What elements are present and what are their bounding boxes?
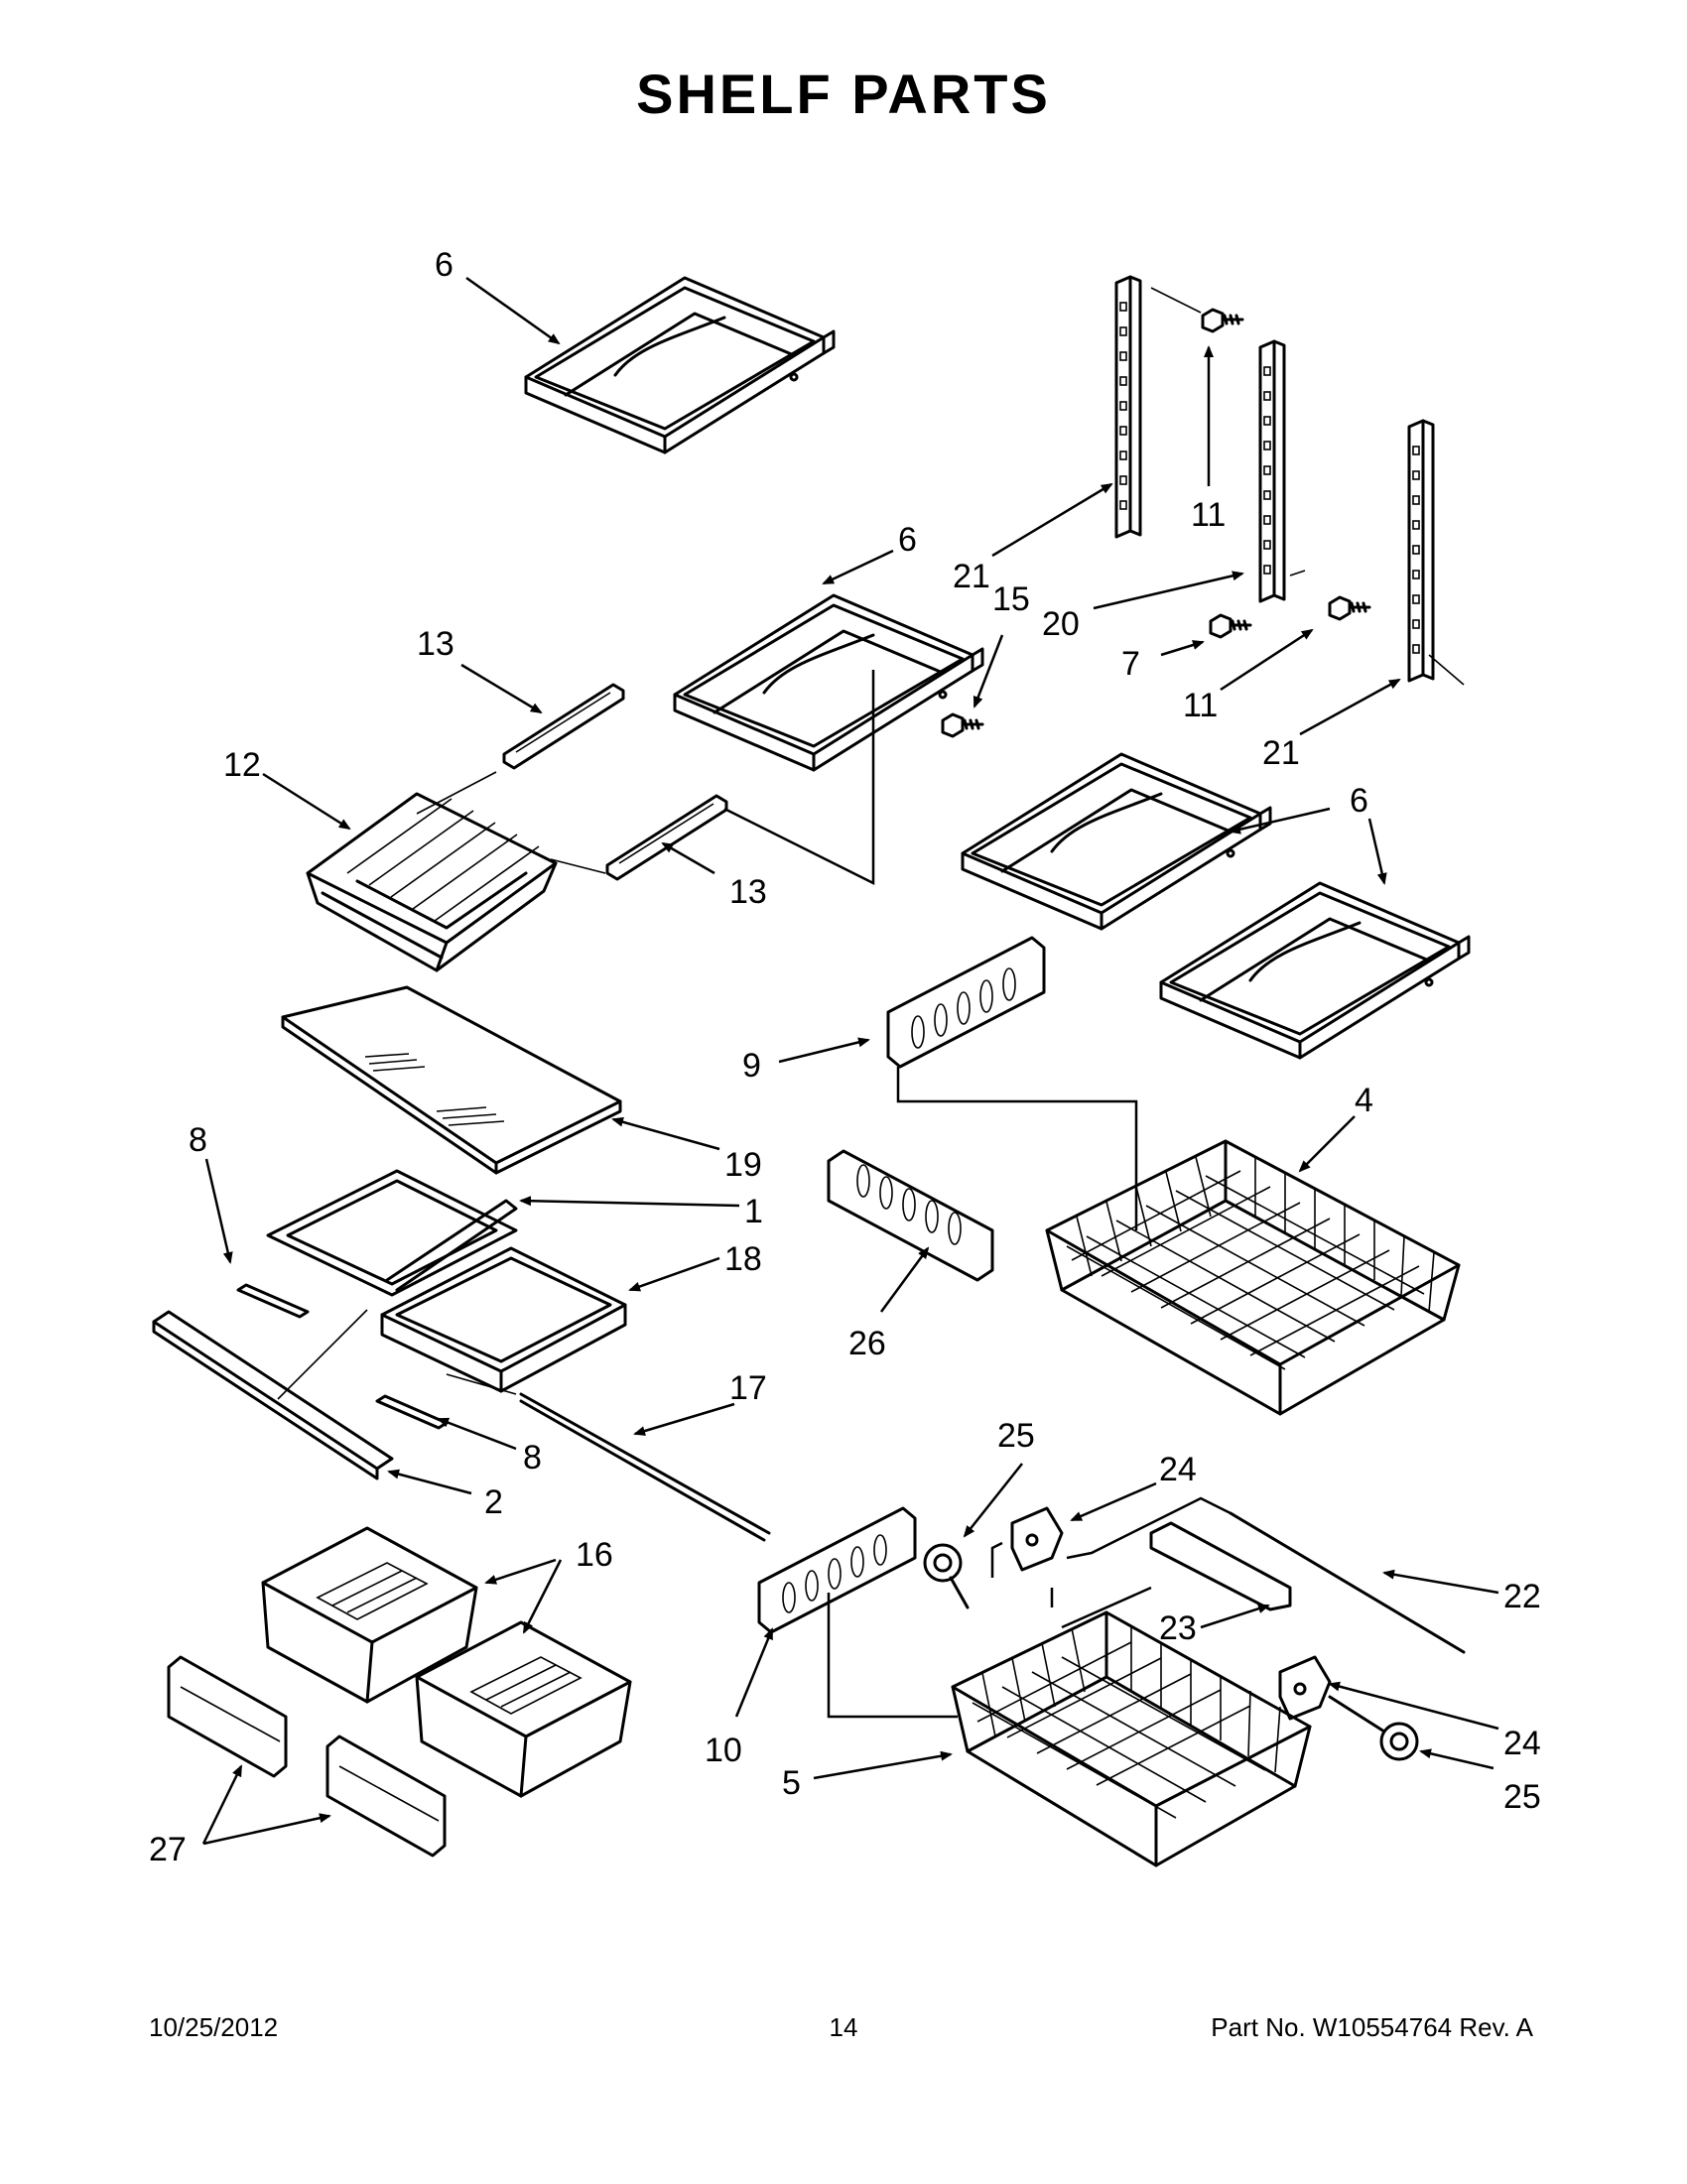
callout-8-a: 8 [189, 1121, 207, 1159]
bin-handle-part-27a [167, 1655, 288, 1778]
gear-part-25b [1328, 1695, 1419, 1761]
pan-rail-guides [416, 771, 606, 874]
gear-part-25a [923, 1543, 970, 1609]
callout-8-b: 8 [523, 1439, 542, 1477]
support-part-23 [1149, 1521, 1292, 1611]
callout-24-a: 24 [1159, 1451, 1197, 1488]
callout-6-b: 6 [898, 521, 917, 559]
rod-part-22 [1229, 1511, 1466, 1654]
callout-5: 5 [782, 1764, 801, 1802]
bin-handle-part-27b [325, 1734, 447, 1858]
footer-page-number: 14 [829, 2012, 858, 2042]
crisper-guide-lines [277, 1309, 517, 1400]
callout-20: 20 [1042, 605, 1080, 643]
bracket-part-24b [1278, 1655, 1332, 1721]
seal-part-8a [236, 1283, 310, 1319]
page-title: SHELF PARTS [636, 63, 1051, 125]
screw-part-11b [1328, 595, 1371, 621]
callout-10: 10 [705, 1732, 742, 1769]
wire-basket-part-4 [1045, 1139, 1461, 1416]
shelf-part-6d [1159, 881, 1471, 1060]
screw-part-11a [1201, 308, 1244, 333]
callout-25-b: 25 [1503, 1778, 1541, 1816]
callout-7: 7 [1121, 645, 1140, 683]
callout-18: 18 [724, 1240, 762, 1278]
callout-1: 1 [744, 1193, 763, 1230]
crisper-frame-part-1 [266, 1169, 518, 1297]
rod-part-17 [519, 1392, 771, 1542]
callout-16: 16 [576, 1536, 613, 1574]
trim-part-2 [152, 1310, 394, 1480]
screw-part-15 [941, 712, 984, 738]
assembly-bracket-lines [723, 670, 1232, 1719]
callout-13-a: 13 [417, 625, 454, 663]
ladder-part-20 [1258, 339, 1286, 603]
footer-date: 10/25/2012 [149, 2012, 279, 2042]
callout-labels: 6 6 21 15 11 20 7 11 21 13 12 13 6 6 9 4… [149, 246, 1541, 1868]
callout-25-a: 25 [997, 1417, 1035, 1455]
callout-26: 26 [848, 1325, 886, 1362]
seal-part-8b [375, 1394, 449, 1430]
callout-6-c: 6 [1350, 782, 1368, 820]
divider-part-9 [886, 936, 1046, 1069]
callout-19: 19 [724, 1146, 762, 1184]
callout-23: 23 [1159, 1609, 1197, 1647]
callout-17: 17 [729, 1369, 767, 1407]
screw-part-7 [1209, 613, 1252, 639]
shelf-part-6c [961, 752, 1272, 931]
leader-lines [201, 276, 1499, 1846]
glass-shelf-part-19 [281, 985, 622, 1175]
meat-pan-part-12 [306, 792, 558, 972]
crisper-drawer-part-16a [261, 1526, 478, 1704]
callout-21-b: 21 [1262, 734, 1300, 772]
callout-22: 22 [1503, 1578, 1541, 1615]
footer-part-number: Part No. W10554764 Rev. A [1211, 2012, 1533, 2042]
shelf-part-6b [673, 593, 984, 772]
callout-12: 12 [223, 746, 261, 784]
ladder-guide-lines [1150, 287, 1465, 686]
callout-11-a: 11 [1191, 496, 1226, 534]
shelf-part-6a [524, 276, 836, 454]
callout-21-a: 21 [953, 558, 990, 595]
callout-6-a: 6 [435, 246, 454, 284]
ladder-part-21a [1114, 275, 1142, 539]
wire-basket-part-5 [951, 1610, 1312, 1867]
callout-2: 2 [484, 1483, 503, 1521]
slide-rail-part-13b [605, 794, 728, 881]
crisper-cover-part-18 [380, 1246, 627, 1393]
callout-24-b: 24 [1503, 1725, 1541, 1762]
callout-15: 15 [992, 580, 1030, 618]
callout-9: 9 [742, 1047, 761, 1085]
divider-part-10 [757, 1506, 917, 1634]
callout-4: 4 [1355, 1082, 1373, 1119]
crisper-drawer-part-16b [415, 1620, 632, 1798]
ladder-part-21b [1407, 419, 1435, 683]
callout-27: 27 [149, 1831, 187, 1868]
slide-rail-part-13a [502, 683, 625, 770]
bracket-part-24a [1010, 1506, 1064, 1572]
divider-part-26 [827, 1149, 994, 1282]
callout-11-b: 11 [1183, 687, 1218, 724]
callout-13-b: 13 [729, 873, 767, 911]
